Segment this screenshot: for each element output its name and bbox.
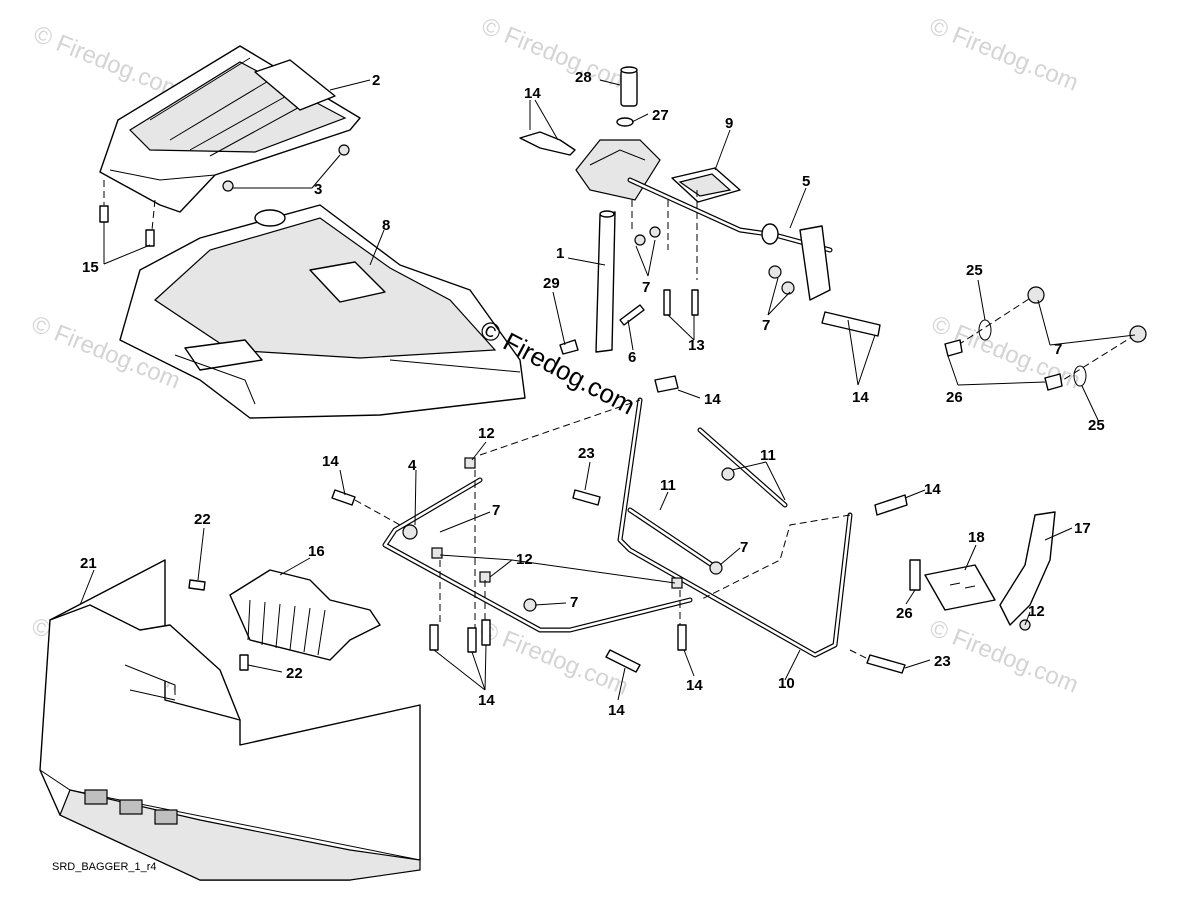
callout-7-side: 7 (762, 317, 770, 334)
upper-tube-part (559, 210, 645, 355)
callout-13: 13 (688, 337, 705, 354)
callout-7-frame: 7 (492, 502, 500, 519)
callout-15: 15 (82, 259, 99, 276)
callout-11-left: 11 (660, 477, 676, 494)
callout-25-bottom: 25 (1088, 417, 1105, 434)
callout-14-far-right: 14 (924, 481, 941, 498)
callout-26-bracket: 26 (896, 605, 913, 622)
callout-14-bottom-right: 14 (686, 677, 703, 694)
callout-23-bottom: 23 (934, 653, 951, 670)
callout-16: 16 (308, 543, 325, 560)
watermark: © Firedog.com (30, 21, 186, 105)
callout-12-top: 12 (478, 425, 495, 442)
callout-21: 21 (80, 555, 97, 572)
grass-bag-part (39, 559, 421, 881)
callout-12-bracket: 12 (1028, 603, 1045, 620)
callout-29: 29 (543, 275, 560, 292)
latch-hardware (944, 286, 1147, 391)
callout-25-top: 25 (966, 262, 983, 279)
callout-labels: 2 3 15 8 28 27 14 9 5 1 29 6 7 13 7 14 2… (80, 69, 1105, 719)
callout-27: 27 (652, 107, 669, 124)
callout-22-bottom: 22 (286, 665, 303, 682)
callout-7-lower: 7 (570, 594, 578, 611)
handle-mount-assembly (519, 66, 881, 337)
callout-6: 6 (628, 349, 636, 366)
callout-14-bottom-left: 14 (478, 692, 495, 709)
callout-7-mount: 7 (642, 279, 650, 296)
deflector-part (188, 569, 381, 671)
callout-17: 17 (1074, 520, 1091, 537)
callout-23-top: 23 (578, 445, 595, 462)
callout-22-top: 22 (194, 511, 211, 528)
callout-1: 1 (556, 245, 564, 262)
rear-cover-part (119, 204, 526, 419)
callout-4: 4 (408, 457, 417, 474)
callout-7-brace: 7 (740, 539, 748, 556)
callout-12-middle: 12 (516, 551, 533, 568)
callout-14-left: 14 (322, 453, 339, 470)
callout-9: 9 (725, 115, 733, 132)
leader-lines (79, 79, 1136, 701)
callout-26-latch: 26 (946, 389, 963, 406)
callout-2: 2 (372, 72, 380, 89)
callout-5: 5 (802, 173, 810, 190)
bagger-frame (331, 375, 908, 674)
callout-14-top: 14 (524, 85, 541, 102)
callout-8: 8 (382, 217, 390, 234)
callout-3: 3 (314, 181, 322, 198)
callout-10: 10 (778, 675, 795, 692)
callout-14-bottom-center: 14 (608, 702, 625, 719)
callout-11-right: 11 (760, 447, 776, 464)
callout-7-latch: 7 (1054, 341, 1062, 358)
watermark: © Firedog.com (926, 13, 1082, 97)
callout-14-right: 14 (852, 389, 869, 406)
diagram-code: SRD_BAGGER_1_r4 (52, 861, 157, 873)
callout-18: 18 (968, 529, 985, 546)
callout-28: 28 (575, 69, 592, 86)
top-cover-part (99, 45, 361, 247)
watermark: © Firedog.com (478, 13, 634, 97)
callout-14-frame: 14 (704, 391, 721, 408)
